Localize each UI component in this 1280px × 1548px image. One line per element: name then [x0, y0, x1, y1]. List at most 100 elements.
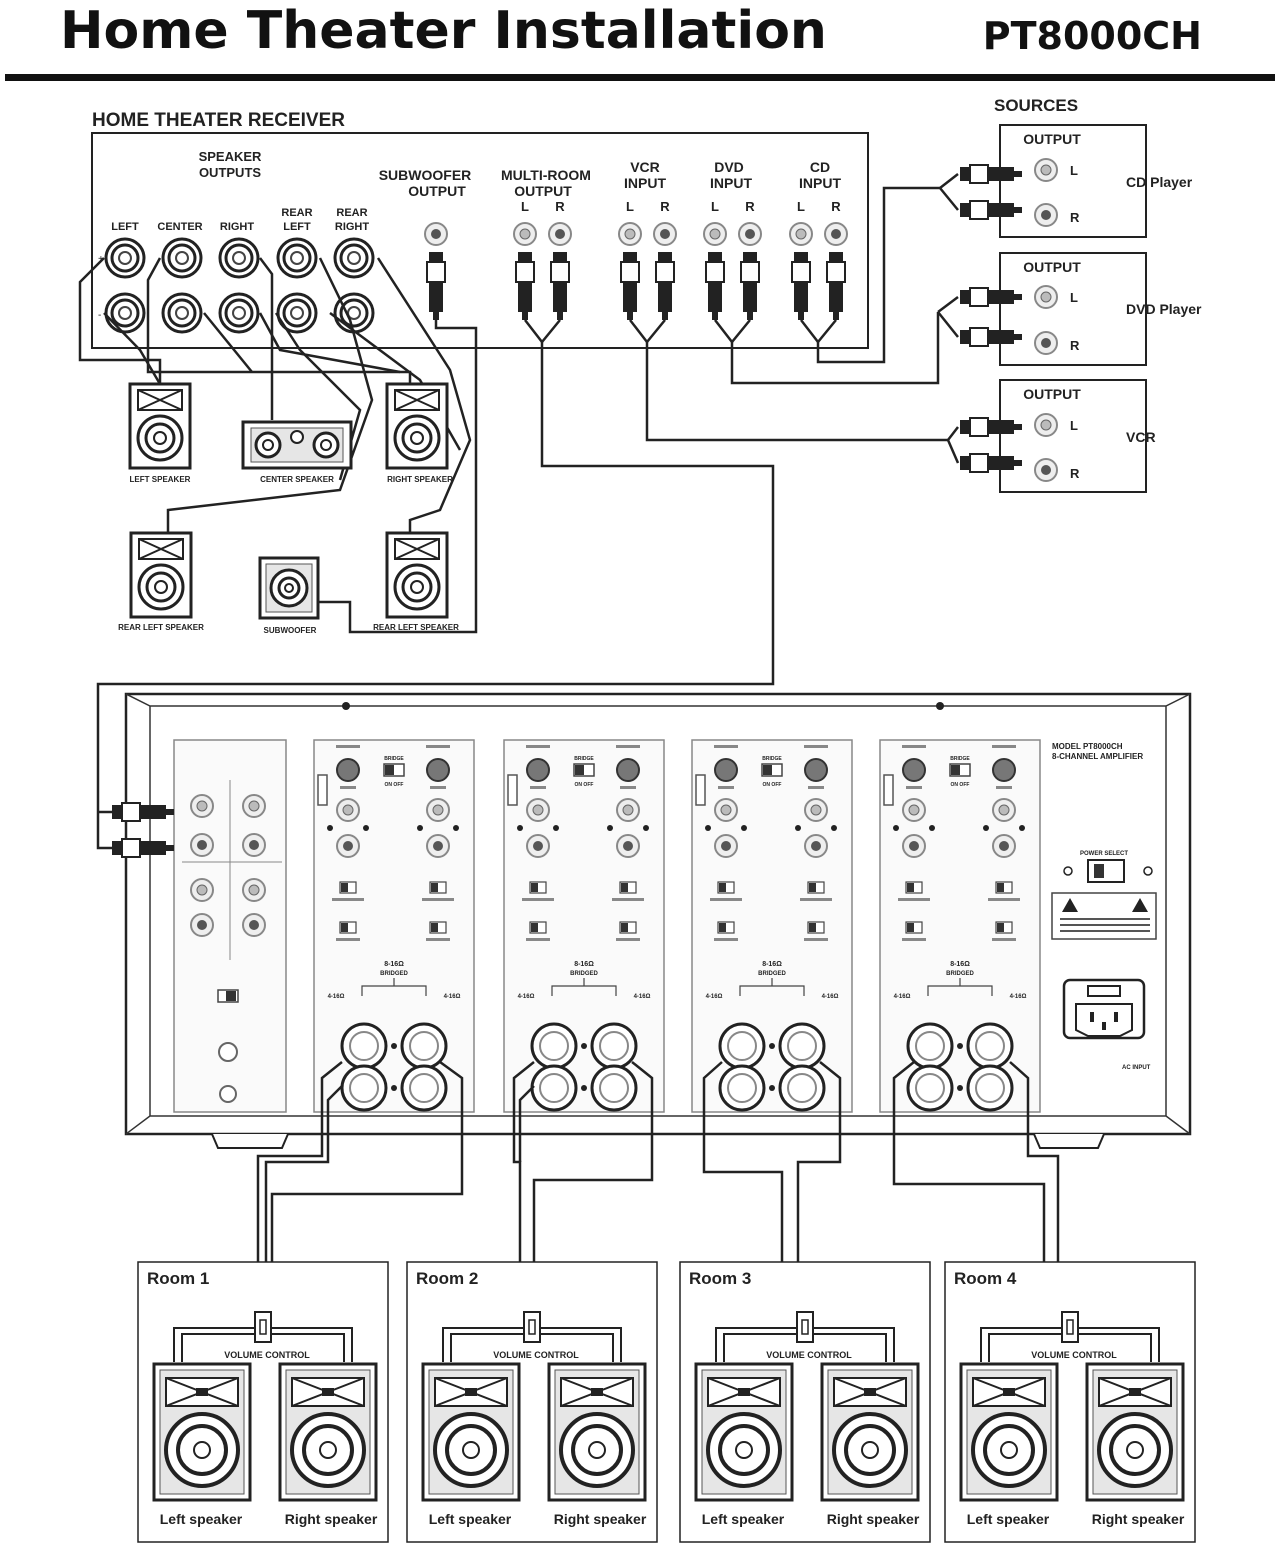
svg-text:8-16Ω: 8-16Ω	[762, 961, 782, 968]
source-dvd-name: DVD Player	[1126, 301, 1202, 317]
svg-text:L: L	[1070, 418, 1078, 433]
speaker-outputs-label-2: OUTPUTS	[199, 165, 261, 180]
svg-text:L: L	[1070, 290, 1078, 305]
vcr-input-label-2: INPUT	[624, 175, 666, 191]
svg-text:VOLUME CONTROL: VOLUME CONTROL	[493, 1350, 579, 1360]
channel-label-center: CENTER	[157, 221, 202, 233]
svg-text:BRIDGE: BRIDGE	[762, 756, 782, 762]
center-speaker	[241, 420, 353, 470]
subwoofer-plug	[426, 251, 446, 321]
vcr-plug-r	[655, 251, 675, 321]
multi-room-r: R	[555, 199, 565, 214]
room-1-right-speaker	[278, 1362, 378, 1502]
vcr-input-label-1: VCR	[630, 159, 660, 175]
room-3-right-speaker	[820, 1362, 920, 1502]
rear-left-speaker-label: REAR LEFT SPEAKER	[118, 623, 204, 632]
svg-text:ON OFF: ON OFF	[951, 782, 970, 788]
svg-text:Right speaker: Right speaker	[1092, 1511, 1185, 1527]
svg-text:R: R	[1070, 338, 1080, 353]
source-dvd: OUTPUT L R DVD Player	[937, 252, 1202, 366]
speaker-outputs-label-1: SPEAKER	[199, 149, 262, 164]
svg-text:4-16Ω: 4-16Ω	[328, 994, 345, 1000]
svg-text:4-16Ω: 4-16Ω	[894, 994, 911, 1000]
svg-text:ON OFF: ON OFF	[575, 782, 594, 788]
svg-text:4-16Ω: 4-16Ω	[634, 994, 651, 1000]
svg-text:Left speaker: Left speaker	[429, 1511, 512, 1527]
subwoofer-output-label-1: SUBWOOFER	[379, 167, 472, 183]
dvd-plug-l	[705, 251, 725, 321]
multi-room-plug-l	[515, 251, 535, 321]
amp-channel-modules: BRIDGE ON OFF 8-16Ω BRIDGED 4-16Ω 4-16Ω BRIDGE…	[313, 739, 1041, 1113]
svg-text:R: R	[1070, 210, 1080, 225]
svg-text:POWER SELECT: POWER SELECT	[1080, 851, 1128, 857]
svg-text:AC INPUT: AC INPUT	[1122, 1065, 1151, 1071]
receiver-wiring	[78, 186, 948, 850]
subwoofer-label: SUBWOOFER	[264, 626, 317, 635]
svg-text:BRIDGED: BRIDGED	[946, 971, 974, 977]
terminal-left-plus	[104, 237, 146, 279]
svg-text:OUTPUT: OUTPUT	[1023, 131, 1081, 147]
multi-room-plug-r	[550, 251, 570, 321]
subwoofer-output-label-2: OUTPUT	[408, 183, 466, 199]
svg-text:VOLUME CONTROL: VOLUME CONTROL	[224, 1350, 310, 1360]
svg-text:4-16Ω: 4-16Ω	[706, 994, 723, 1000]
receiver-title: HOME THEATER RECEIVER	[92, 110, 345, 131]
sources-title: SOURCES	[994, 96, 1078, 115]
channel-label-rear-left-2: LEFT	[283, 221, 311, 233]
terminal-left-minus	[104, 292, 146, 334]
channel-label-rear-right-1: REAR	[336, 207, 367, 219]
svg-text:OUTPUT: OUTPUT	[1023, 259, 1081, 275]
right-speaker-label: RIGHT SPEAKER	[387, 475, 453, 484]
terminal-rear-right-plus	[333, 237, 375, 279]
right-speaker	[385, 382, 449, 470]
svg-text:BRIDGE: BRIDGE	[950, 756, 970, 762]
source-cd-name: CD Player	[1126, 174, 1193, 190]
dvd-jack-l	[703, 222, 727, 246]
center-speaker-label: CENTER SPEAKER	[260, 475, 334, 484]
room-4-left-speaker	[959, 1362, 1059, 1502]
svg-text:VOLUME CONTROL: VOLUME CONTROL	[766, 1350, 852, 1360]
multi-room-jack-l	[513, 222, 537, 246]
svg-text:8-16Ω: 8-16Ω	[950, 961, 970, 968]
dvd-l: L	[711, 199, 719, 214]
svg-text:Left speaker: Left speaker	[160, 1511, 243, 1527]
svg-text:4-16Ω: 4-16Ω	[518, 994, 535, 1000]
dvd-jack-r	[738, 222, 762, 246]
dvd-plug-r	[740, 251, 760, 321]
terminal-center-minus	[161, 292, 203, 334]
vcr-jack-l	[618, 222, 642, 246]
cd-input-label-1: CD	[810, 159, 830, 175]
source-vcr-name: VCR	[1126, 429, 1156, 445]
room-2-left-speaker	[421, 1362, 521, 1502]
multi-room-label-1: MULTI-ROOM	[501, 167, 591, 183]
svg-text:ON OFF: ON OFF	[763, 782, 782, 788]
terminal-right-minus	[218, 292, 260, 334]
svg-text:L: L	[1070, 163, 1078, 178]
channel-label-rear-left-1: REAR	[281, 207, 312, 219]
svg-text:8-16Ω: 8-16Ω	[384, 961, 404, 968]
source-vcr: OUTPUT L R VCR	[946, 379, 1156, 493]
svg-text:4-16Ω: 4-16Ω	[444, 994, 461, 1000]
svg-text:R: R	[1070, 466, 1080, 481]
left-speaker	[128, 382, 192, 470]
svg-text:Left speaker: Left speaker	[702, 1511, 785, 1527]
cd-plug-r	[826, 251, 846, 321]
room-4-title: Room 4	[954, 1269, 1017, 1288]
cd-input-label-2: INPUT	[799, 175, 841, 191]
multi-room-jack-r	[548, 222, 572, 246]
room-3-left-speaker	[694, 1362, 794, 1502]
rear-right-speaker	[385, 531, 449, 619]
vcr-jack-r	[653, 222, 677, 246]
subwoofer-jack	[424, 222, 448, 246]
svg-text:BRIDGE: BRIDGE	[384, 756, 404, 762]
svg-text:VOLUME CONTROL: VOLUME CONTROL	[1031, 1350, 1117, 1360]
dvd-input-label-1: DVD	[714, 159, 744, 175]
room-3-title: Room 3	[689, 1269, 751, 1288]
